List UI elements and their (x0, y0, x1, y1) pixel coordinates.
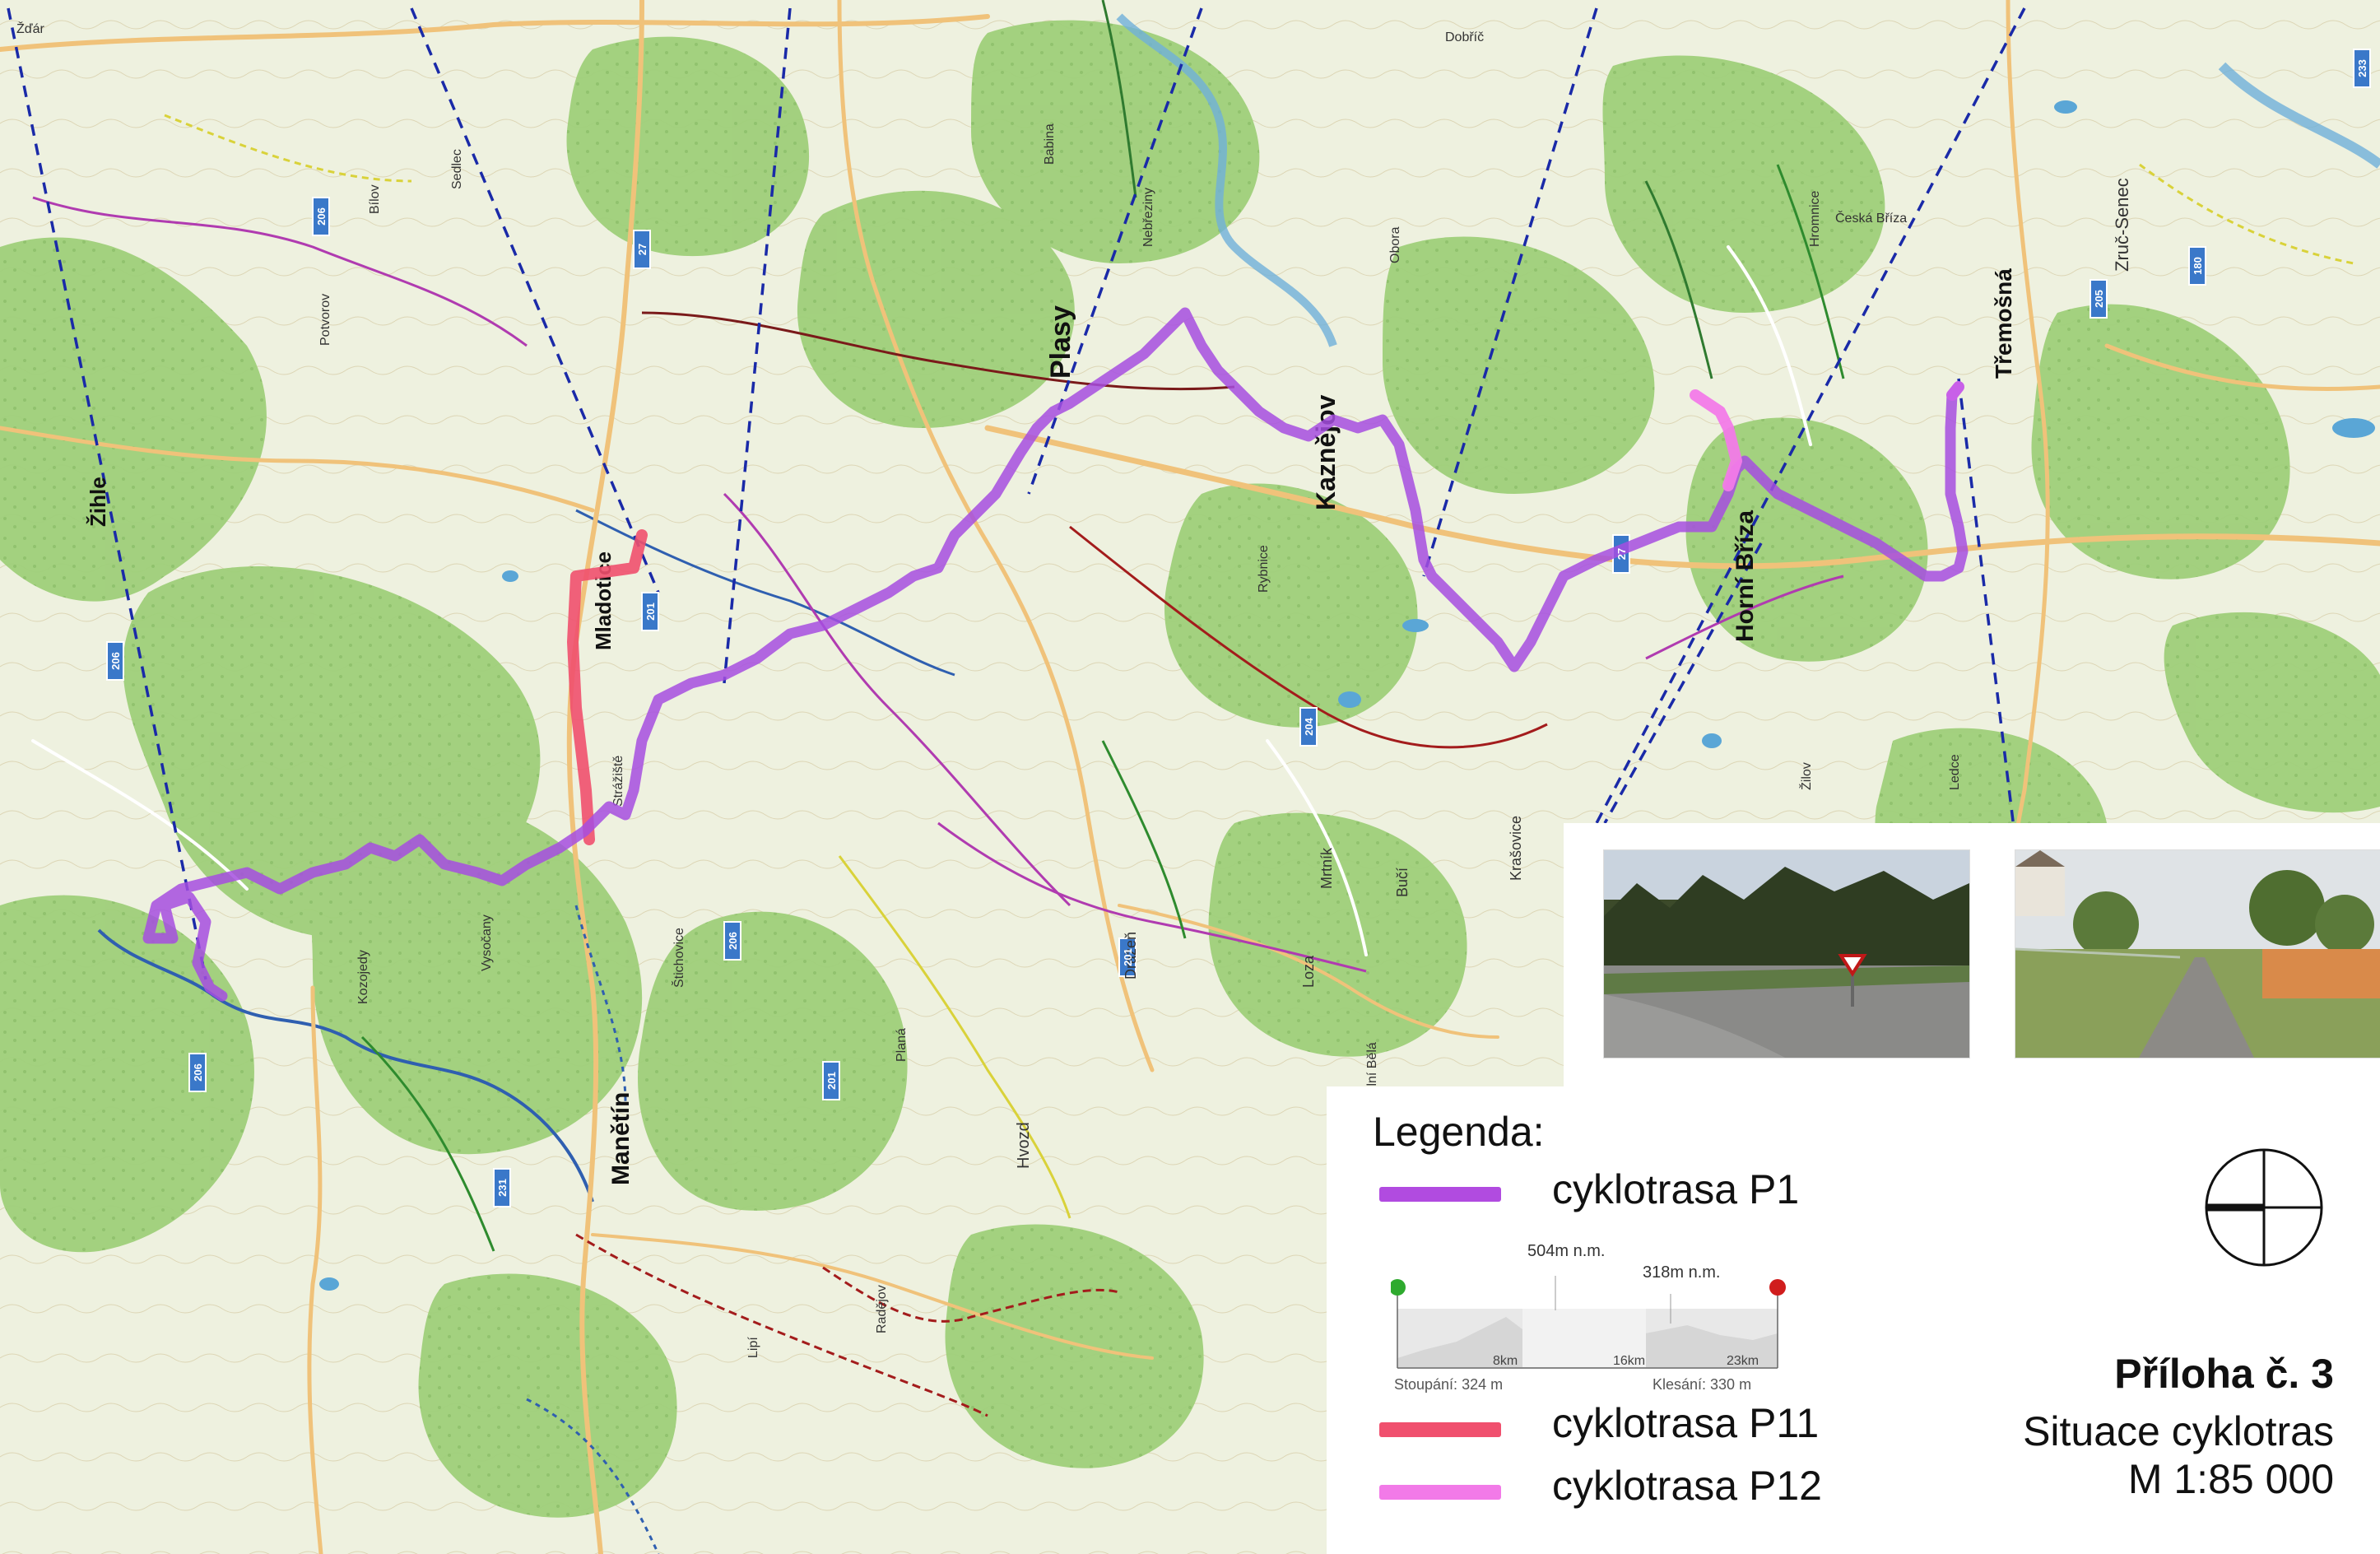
road-number-label: 231 (496, 1179, 509, 1197)
village-label: Zruč-Senec (2112, 178, 2132, 272)
start-pin-icon (1391, 1279, 1406, 1296)
marked-trails (32, 114, 2354, 1554)
photo-strip (1564, 823, 2380, 1086)
village-label: Potvorov (318, 294, 332, 346)
legend-title: Legenda: (1373, 1109, 1545, 1155)
village-label: Loza (1300, 955, 1317, 988)
legend-label-p1: cyklotrasa P1 (1552, 1166, 1800, 1212)
village-label: Nebřeziny (1141, 188, 1155, 247)
village-label: Bučí (1394, 868, 1411, 897)
village-label: Sedlec (450, 149, 464, 189)
village-label: Bílov (368, 184, 382, 214)
photo-road-junction (1603, 849, 1970, 1058)
village-label: Česká Bříza (1835, 210, 1907, 226)
end-pin-icon (1769, 1279, 1786, 1296)
village-label: Planá (895, 1028, 909, 1062)
town-label-plasy: Plasy (1045, 305, 1076, 379)
elevation-profile: 504m n.m. 318m n.m. 8km 16km 23km Stoupá… (1391, 1242, 1786, 1393)
legend-swatch-p11 (1379, 1422, 1501, 1437)
route-p11-line (567, 529, 648, 845)
photo-leader-lines (7, 7, 2026, 980)
route-p12-line (1690, 389, 1742, 491)
village-label: Kozojedy (356, 950, 370, 1004)
forest-areas (0, 20, 2380, 1518)
photo-cycle-path (2015, 849, 2380, 1058)
village-label: Žilov (1798, 762, 1814, 790)
village-label: Vysočany (480, 914, 494, 971)
legend-swatch-p1 (1379, 1187, 1501, 1202)
annex-title: Příloha č. 3 (2114, 1351, 2334, 1397)
water-areas (319, 100, 2375, 1291)
road-number-label: 206 (109, 652, 122, 670)
road-number-label: 206 (727, 932, 739, 950)
road-number-label: 233 (2356, 59, 2368, 77)
profile-peak-label: 504m n.m. (1527, 1242, 1605, 1260)
profile-tick-label: 8km (1493, 1354, 1518, 1368)
village-label: Mrtník (1318, 847, 1335, 889)
profile-tick-label: 23km (1727, 1354, 1759, 1368)
place-labels: Plasy Kaznějov Mladotice Horní Bříza Tře… (16, 21, 2132, 1358)
village-label: Hromnice (1808, 190, 1822, 247)
town-label-zihle: Žihle (86, 477, 110, 527)
profile-ascent: Stoupání: 324 m (1394, 1376, 1503, 1393)
road-number-label: 204 (1303, 717, 1315, 735)
north-sign-icon (2205, 1148, 2323, 1267)
road-number-label: 201 (825, 1072, 838, 1090)
village-label: Lipí (746, 1337, 760, 1358)
annex-scale: M 1:85 000 (2127, 1456, 2334, 1502)
legend-label-p11: cyklotrasa P11 (1552, 1400, 1820, 1446)
road-number-label: 206 (192, 1063, 204, 1082)
village-label: Radějov (875, 1285, 889, 1333)
village-label: Štichovice (671, 928, 686, 988)
road-number-label: 27 (636, 244, 648, 255)
village-label: Ledce (1948, 754, 1962, 790)
profile-descent: Klesání: 330 m (1653, 1376, 1751, 1393)
village-label: Hvozd (1015, 1122, 1033, 1169)
village-label: Žďár (16, 21, 45, 36)
road-number-label: 180 (2192, 257, 2204, 275)
legend-swatch-p12 (1379, 1485, 1501, 1500)
village-label: Babina (1043, 123, 1057, 165)
town-label-tremosna: Třemošná (1991, 268, 2016, 379)
town-label-manetin: Manětín (607, 1092, 635, 1185)
profile-tick-label: 16km (1613, 1354, 1645, 1368)
legend-label-p12: cyklotrasa P12 (1552, 1463, 1822, 1509)
profile-end-label: 318m n.m. (1643, 1263, 1720, 1282)
river-berounka (1116, 13, 1337, 347)
village-label: Obora (1388, 226, 1402, 263)
road-number-label: 27 (1615, 548, 1628, 560)
village-label: Dražeň (1123, 932, 1139, 979)
road-number-label: 201 (1122, 948, 1134, 966)
road-number-label: 205 (2093, 290, 2105, 308)
road-number-label: 206 (315, 207, 328, 226)
town-label-horni-briza: Horní Bříza (1732, 510, 1759, 642)
village-label: Rybnice (1257, 545, 1271, 593)
village-label: Krašovice (1508, 816, 1524, 881)
river-strela (97, 928, 594, 1203)
village-label: Dobříč (1445, 30, 1484, 44)
village-label: Strážiště (611, 756, 625, 807)
road-number-label: 201 (644, 603, 657, 621)
annex-subtitle: Situace cyklotras (2023, 1408, 2334, 1454)
town-label-kaznejov: Kaznějov (1311, 394, 1341, 510)
road-number-shields (106, 49, 2371, 1207)
